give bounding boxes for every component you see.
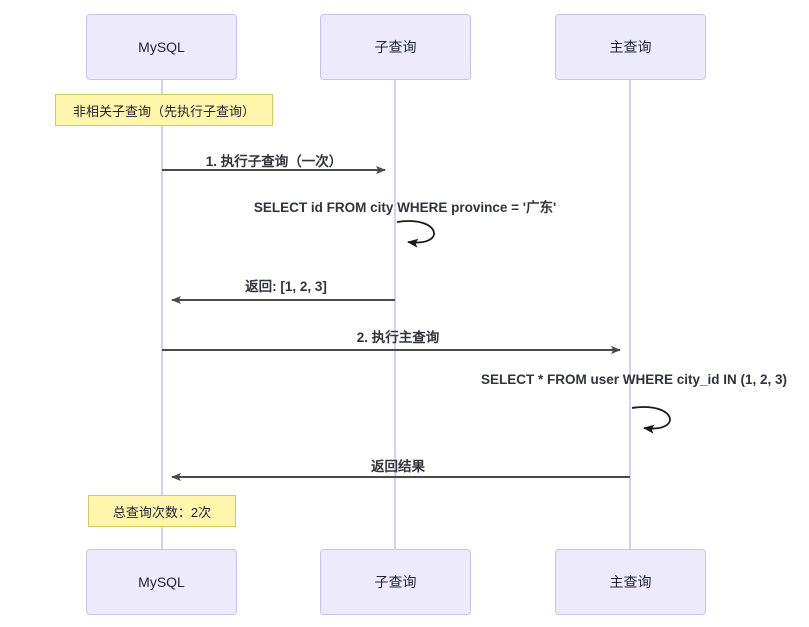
participant-box-mysql-bottom[interactable]: MySQL bbox=[86, 549, 237, 615]
participant-label-subquery-top: 子查询 bbox=[374, 39, 417, 55]
participant-label-mysql-top: MySQL bbox=[138, 39, 185, 55]
message-label-5: SELECT * FROM user WHERE city_id IN (1, … bbox=[480, 372, 788, 387]
participant-label-subquery-bottom: 子查询 bbox=[374, 574, 417, 590]
message-label-4: 2. 执行主查询 bbox=[356, 330, 440, 345]
message-label-1: 1. 执行子查询（一次） bbox=[205, 154, 343, 169]
participant-label-mysql-bottom: MySQL bbox=[138, 574, 185, 590]
note-label-bottom: 总查询次数：2次 bbox=[112, 504, 212, 520]
message-label-3: 返回: [1, 2, 3] bbox=[245, 279, 327, 294]
participant-label-mainquery-bottom: 主查询 bbox=[609, 574, 652, 590]
participant-box-mainquery-top[interactable]: 主查询 bbox=[555, 14, 706, 80]
participant-box-subquery-bottom[interactable]: 子查询 bbox=[320, 549, 471, 615]
participant-box-mysql-top[interactable]: MySQL bbox=[86, 14, 237, 80]
note-label-top: 非相关子查询（先执行子查询） bbox=[72, 103, 255, 119]
participant-box-mainquery-bottom[interactable]: 主查询 bbox=[555, 549, 706, 615]
note-total-query-count: 总查询次数：2次 bbox=[88, 495, 236, 527]
note-non-correlated-subquery: 非相关子查询（先执行子查询） bbox=[55, 94, 273, 126]
message-label-6: 返回结果 bbox=[371, 459, 425, 474]
message-selfloop-2 bbox=[396, 220, 435, 248]
message-label-2: SELECT id FROM city WHERE province = '广东… bbox=[253, 200, 557, 215]
participant-label-mainquery-top: 主查询 bbox=[609, 39, 652, 55]
participant-box-subquery-top[interactable]: 子查询 bbox=[320, 14, 471, 80]
message-selfloop-5 bbox=[631, 406, 671, 434]
